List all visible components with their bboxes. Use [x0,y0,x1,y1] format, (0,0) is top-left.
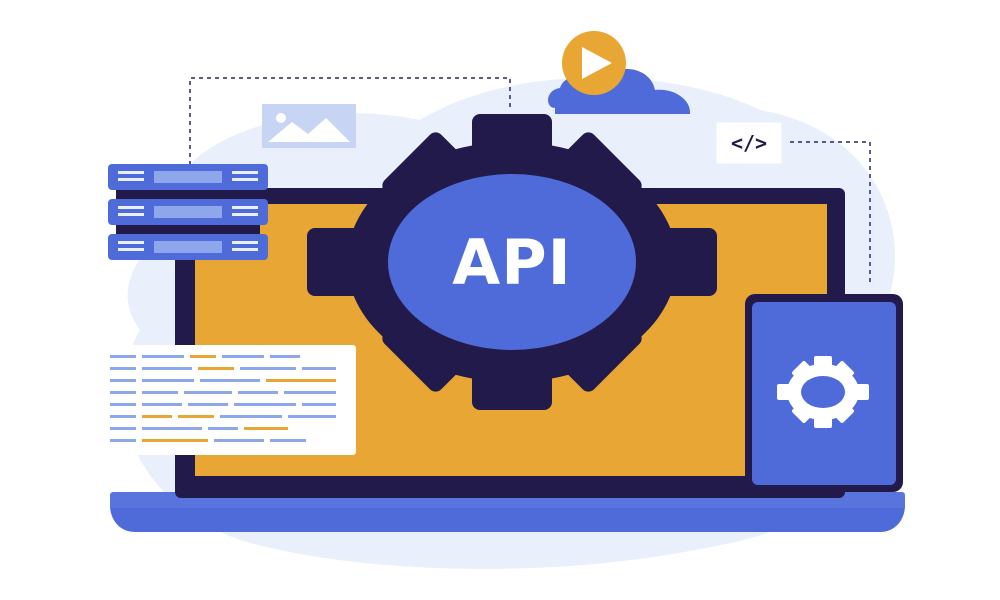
image-icon [262,104,356,148]
phone-gear-icon [777,356,869,428]
code-window [104,345,356,455]
code-badge-text: </> [731,131,767,155]
server-icon [108,164,268,260]
code-icon: </> [715,121,783,165]
play-icon[interactable] [562,31,626,95]
connector-lines [189,77,871,285]
gear-center [388,174,636,350]
code-lines [110,355,336,442]
smartphone-icon [745,294,903,492]
gear-icon: API [307,114,717,410]
laptop-base [110,505,905,532]
api-label: API [452,226,572,299]
